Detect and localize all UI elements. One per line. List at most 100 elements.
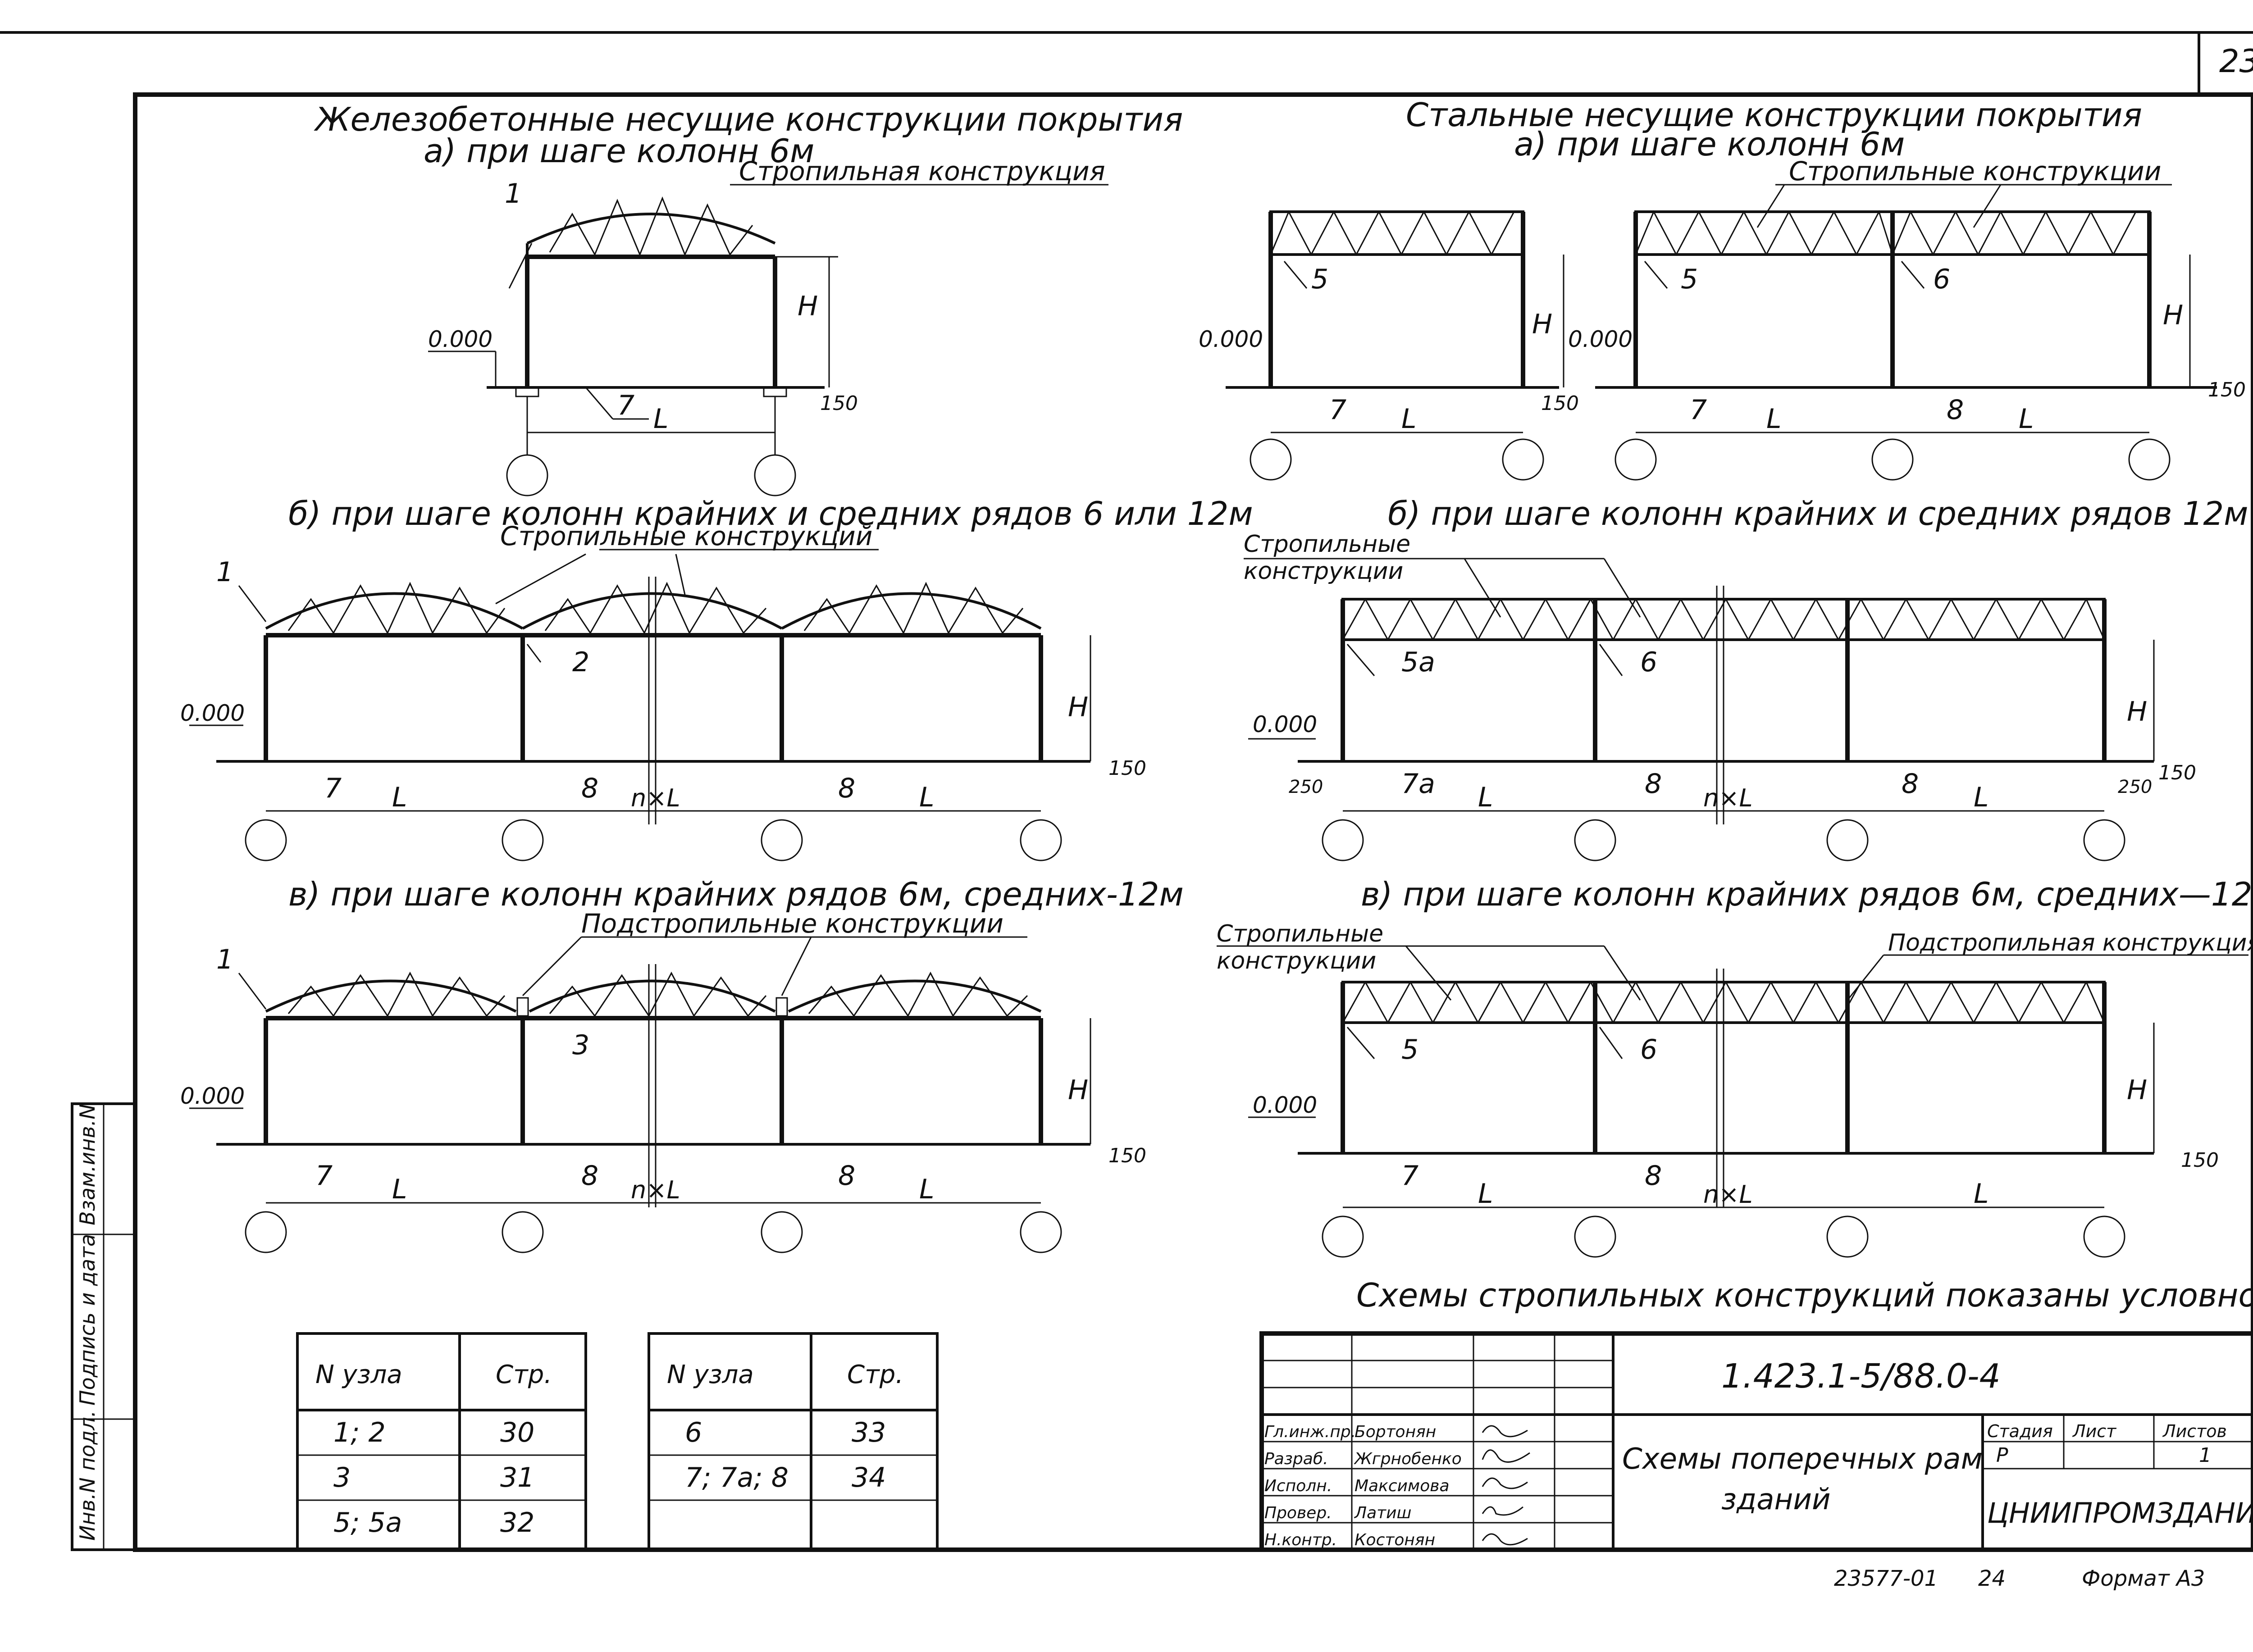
left-c-callout: Подстропильные конструкции [581, 908, 1003, 939]
role-executor: Исполн. [1264, 1477, 1332, 1495]
left-b-node-8b: 8 [838, 773, 855, 804]
right-a-level-1: 0.000 [1199, 326, 1263, 352]
table1-row2-node: 3 [333, 1462, 351, 1493]
right-b-mark-8b: 8 [1902, 768, 1919, 800]
left-c-node-8b: 8 [838, 1160, 855, 1192]
right-note: Схемы стропильных конструкций показаны у… [1356, 1276, 2253, 1314]
left-c-H: H [1068, 1074, 1088, 1106]
table1-row2-page: 31 [500, 1462, 534, 1493]
right-a-mark-6-right: 6 [1933, 264, 1950, 295]
drawing-code: 1.423.1-5/88.0-4 [1721, 1357, 2001, 1396]
right-b-span-1: L [1478, 782, 1493, 813]
role-chief: Гл.инж.пр. [1264, 1423, 1356, 1441]
right-c-mark-7: 7 [1401, 1160, 1418, 1192]
right-a-150-1: 150 [1541, 392, 1579, 415]
right-c-mark-5: 5 [1401, 1034, 1418, 1065]
right-b-level: 0.000 [1253, 711, 1317, 737]
left-b-span-2: L [919, 782, 934, 813]
left-b-frame [189, 549, 1091, 861]
left-c-150: 150 [1108, 1144, 1146, 1167]
stage-value: Р [1996, 1444, 2008, 1467]
right-c-span-n: n×L [1703, 1180, 1753, 1209]
right-c-callout-right: Подстропильная конструкция [1888, 929, 2253, 956]
left-b-node-7: 7 [324, 773, 342, 804]
right-a-span-3: L [2019, 403, 2034, 435]
node-table-2 [648, 1332, 939, 1551]
right-b-mark-8a: 8 [1645, 768, 1662, 800]
right-b-callout-2: конструкции [1244, 558, 1403, 585]
right-b-caption: б) при шаге колонн крайних и средних ряд… [1388, 495, 2248, 532]
table2-row1-page: 33 [852, 1417, 886, 1448]
sheets-label: Листов [2162, 1421, 2227, 1441]
table1-row3-page: 32 [500, 1507, 534, 1538]
left-c-node-7: 7 [315, 1160, 333, 1192]
left-b-callout: Стропильные конструкций [500, 521, 872, 551]
name-checker: Латиш [1354, 1504, 1411, 1522]
table1-header-node: N узла [315, 1360, 402, 1389]
left-c-node-8a: 8 [581, 1160, 598, 1192]
sheet-label: Лист [2072, 1421, 2117, 1441]
right-c-mark-8: 8 [1645, 1160, 1662, 1192]
right-a-150-2: 150 [2208, 378, 2246, 401]
right-b-span-n: n×L [1703, 784, 1753, 812]
sheets-value: 1 [2199, 1444, 2212, 1467]
signatures [1482, 1425, 1530, 1546]
role-developer: Разраб. [1264, 1450, 1328, 1468]
left-a-level: 0.000 [428, 326, 493, 352]
right-a-frames [1226, 184, 2217, 481]
right-a-H-2: H [2163, 300, 2183, 331]
left-a-node-7: 7 [617, 390, 634, 421]
left-b-caption: б) при шаге колонн крайних и средних ряд… [288, 495, 1253, 532]
left-c-mark-roof: 1 [216, 944, 233, 975]
right-a-span-1: L [1401, 403, 1416, 435]
title-block [1259, 1331, 2253, 1552]
table1-row1-page: 30 [500, 1417, 534, 1448]
right-a-mark-8-right: 8 [1947, 394, 1964, 426]
right-c-span-1: L [1478, 1178, 1493, 1210]
left-c-span-1: L [392, 1174, 407, 1205]
left-a-H: H [798, 291, 818, 322]
right-b-H: H [2127, 696, 2147, 728]
left-c-span-2: L [919, 1174, 934, 1205]
left-b-node-8a: 8 [581, 773, 598, 804]
right-a-mark-7-left: 7 [1329, 394, 1346, 426]
right-c-callout-1: Стропильные [1217, 920, 1383, 947]
right-b-span-2: L [1974, 782, 1988, 813]
left-c-caption: в) при шаге колонн крайних рядов 6м, сре… [288, 875, 1184, 913]
right-a-callout: Стропильные конструкции [1789, 156, 2161, 187]
left-b-150: 150 [1108, 757, 1146, 780]
name-normcontrol: Костонян [1355, 1531, 1435, 1549]
left-a-mark-roof: 1 [505, 178, 522, 209]
left-b-mark-mid: 2 [572, 646, 589, 678]
stamp-inv-original: Инв.N подл. [75, 1411, 100, 1541]
right-c-H: H [2127, 1074, 2147, 1106]
left-b-span-1: L [392, 782, 407, 813]
name-developer: Жгрнобенко [1354, 1450, 1462, 1468]
left-b-mark-roof: 1 [216, 556, 233, 588]
organization: ЦНИИПРОМЗДАНИЙ [1987, 1496, 2253, 1529]
sheet-frame [0, 31, 2253, 1552]
footer-number: 23577-01 [1834, 1566, 1938, 1591]
left-a-callout: Стропильная конструкция [739, 156, 1105, 187]
right-b-150: 150 [2158, 761, 2196, 784]
right-b-250-left: 250 [1289, 777, 1323, 797]
name-executor: Максимова [1355, 1477, 1450, 1495]
right-b-callout-1: Стропильные [1244, 531, 1410, 558]
right-c-frame [1217, 945, 2248, 1258]
drawing-name-1: Схемы поперечных рам [1622, 1443, 1983, 1476]
left-c-level: 0.000 [180, 1083, 245, 1109]
right-c-caption: в) при шаге колонн крайних рядов 6м, сре… [1361, 875, 2253, 913]
drawing-name-2: зданий [1721, 1483, 1831, 1516]
right-a-mark-7-right: 7 [1690, 394, 1707, 426]
role-normcontrol: Н.контр. [1264, 1531, 1337, 1549]
left-a-frame [428, 196, 838, 496]
left-c-frame [189, 936, 1091, 1253]
left-c-mark-mid: 3 [572, 1029, 589, 1061]
right-a-caption: а) при шаге колонн 6м [1514, 125, 1905, 163]
right-c-level: 0.000 [1253, 1092, 1317, 1118]
table2-row1-node: 6 [685, 1417, 702, 1448]
right-a-mark-5-right: 5 [1681, 264, 1698, 295]
right-c-callout-2: конструкции [1217, 947, 1376, 974]
